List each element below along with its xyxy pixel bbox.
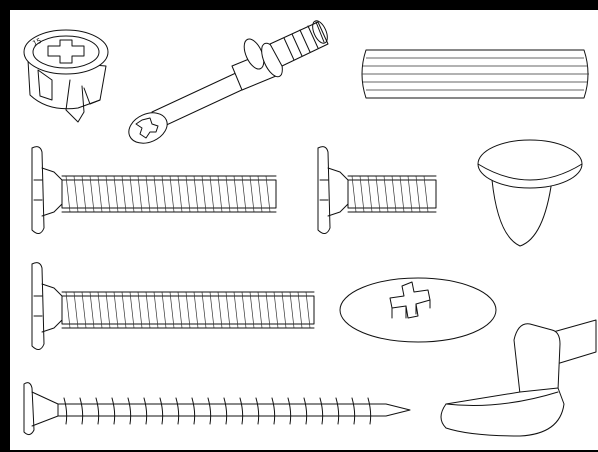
drywall-screw — [23, 382, 411, 436]
cover-cap-disc — [339, 277, 497, 343]
cam-bolt-connector — [128, 20, 329, 144]
fluted-wood-dowel — [361, 49, 589, 99]
shelf-support-pin — [440, 319, 597, 437]
mushroom-bumper-plug — [477, 139, 583, 247]
wafer-head-screw-long — [31, 262, 315, 350]
wafer-head-screw-short — [317, 146, 437, 234]
cam-lock: 15 — [23, 29, 109, 123]
wafer-head-screw-medium — [31, 146, 277, 234]
cam-lock-engraving: 15 — [31, 37, 42, 48]
